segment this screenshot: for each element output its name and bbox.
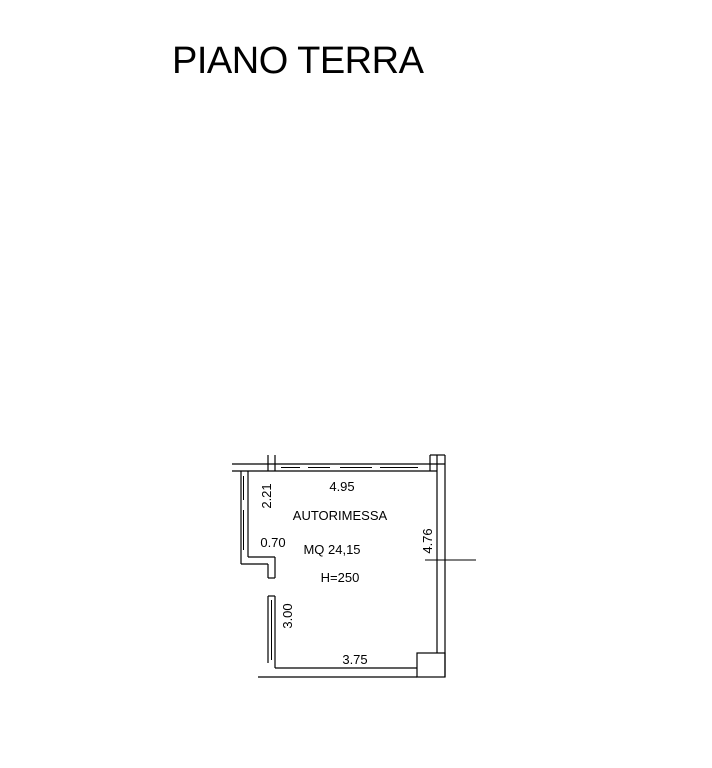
walls — [232, 454, 476, 678]
dimension-bottom-width: 3.75 — [342, 652, 367, 667]
bottom-right-pillar — [416, 652, 446, 678]
dimension-left-lower: 3.00 — [280, 603, 295, 628]
dimension-top-width: 4.95 — [329, 479, 354, 494]
room-name: AUTORIMESSA — [293, 508, 388, 523]
dimension-right-depth: 4.76 — [420, 528, 435, 553]
room-area: MQ 24,15 — [303, 542, 360, 557]
floor-title: PIANO TERRA — [172, 40, 424, 82]
dimension-left-upper: 2.21 — [259, 483, 274, 508]
labels: 4.95 AUTORIMESSA MQ 24,15 H=250 0.70 3.7… — [259, 479, 435, 667]
dimension-niche-depth: 0.70 — [260, 535, 285, 550]
room-height: H=250 — [321, 570, 360, 585]
